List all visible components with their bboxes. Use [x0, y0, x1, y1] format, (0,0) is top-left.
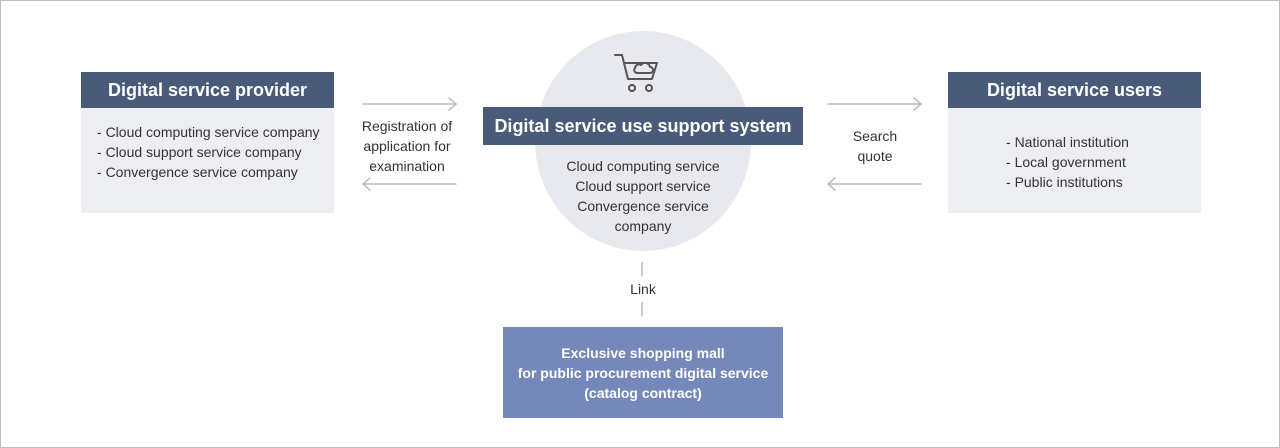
provider-item: - Cloud computing service company [97, 124, 320, 140]
users-list: - National institution - Local governmen… [1006, 132, 1201, 192]
users-item-text: Local government [1014, 154, 1126, 170]
arrow-head-right [448, 97, 458, 111]
search-quote-label: Search quote [835, 126, 915, 166]
support-system-line: company [614, 218, 672, 234]
search-quote-label-line: quote [857, 148, 893, 164]
registration-label: Registration of application for examinat… [347, 116, 467, 176]
users-item-text: Public institutions [1014, 174, 1123, 190]
registration-label-line: Registration of [361, 118, 453, 134]
support-system-line: Cloud support service [575, 178, 711, 194]
arrow-head-right [913, 97, 923, 111]
registration-label-line: application for [363, 138, 451, 154]
shopping-mall-box: Exclusive shopping mall for public procu… [503, 327, 783, 418]
support-system-line: Convergence service [577, 198, 709, 214]
support-system-title: Digital service use support system [483, 107, 803, 145]
search-quote-label-line: Search [852, 128, 898, 144]
provider-item-text: Cloud computing service company [105, 124, 320, 140]
provider-item: - Cloud support service company [97, 144, 302, 160]
support-system-list: Cloud computing service Cloud support se… [543, 156, 743, 236]
users-item: - Public institutions [1006, 174, 1123, 190]
provider-item-text: Convergence service company [105, 164, 298, 180]
shopping-mall-line: for public procurement digital service [517, 364, 769, 381]
provider-list: - Cloud computing service company - Clou… [97, 122, 324, 182]
support-system-line: Cloud computing service [566, 158, 720, 174]
link-label: Link [630, 281, 656, 297]
provider-box: Digital service provider - Cloud computi… [81, 72, 334, 213]
shopping-mall-line: (catalog contract) [584, 384, 702, 401]
arrow-head-left [826, 177, 836, 191]
shopping-mall-line: Exclusive shopping mall [561, 344, 725, 361]
provider-item-text: Cloud support service company [105, 144, 302, 160]
users-item-text: National institution [1014, 134, 1129, 150]
provider-item: - Convergence service company [97, 164, 298, 180]
shopping-cart-cloud-icon [614, 54, 658, 92]
users-item: - Local government [1006, 154, 1126, 170]
users-box: Digital service users - National institu… [948, 72, 1201, 213]
provider-title: Digital service provider [81, 72, 334, 108]
users-item: - National institution [1006, 134, 1129, 150]
users-list-body: - National institution - Local governmen… [948, 108, 1201, 213]
provider-list-body: - Cloud computing service company - Clou… [81, 108, 334, 213]
users-title: Digital service users [948, 72, 1201, 108]
arrow-head-left [361, 177, 371, 191]
registration-label-line: examination [369, 158, 445, 174]
